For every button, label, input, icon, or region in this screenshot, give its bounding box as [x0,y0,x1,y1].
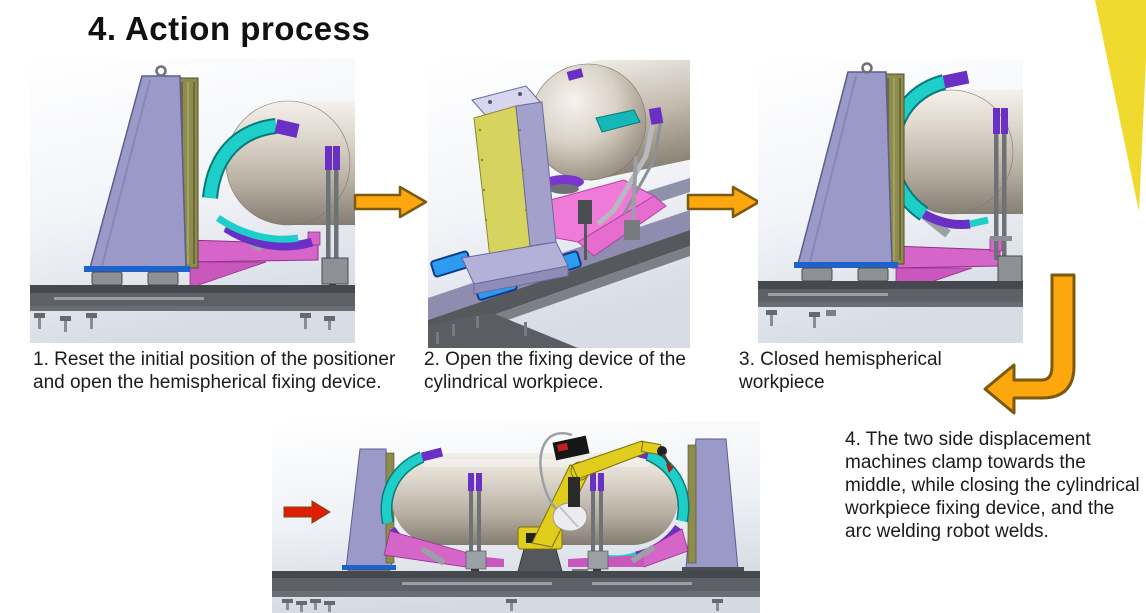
clamp-actuator [578,200,592,260]
rail-base [30,266,355,332]
robot-wrist [657,446,667,456]
welding-torch [661,453,672,467]
step-2-caption: 2. Open the fixing device of the cylindr… [424,349,686,393]
yellow-triangle-decoration [1095,0,1146,212]
arrow-bend-down-left-icon [983,273,1076,415]
hemispherical-clamp-open [202,118,314,251]
positioner-bracket-right [568,528,689,568]
step-3-image [758,60,1023,343]
workpiece-tank [500,60,690,206]
workpiece-dome [888,89,1023,215]
red-arrow-right-icon [283,500,331,524]
rail-base [272,571,760,612]
cylindrical-clamp-open [596,107,664,240]
rail-base [758,262,1023,328]
step-4-caption: 4. The two side displacement machines cl… [845,429,1140,542]
clamp-tab [595,109,641,133]
arrow-right-icon [353,185,428,219]
page-title: 4. Action process [88,10,371,47]
step-2-image [428,60,690,348]
welding-robot [510,432,674,583]
positioner-tower [461,85,569,295]
arrow-right-icon [686,185,761,219]
step-3-caption: 3. Closed hemispherical workpiece [739,349,942,393]
step-1-caption: 1. Reset the initial position of the pos… [33,349,396,393]
step-1-image [30,58,355,343]
step-4-image [272,421,760,613]
